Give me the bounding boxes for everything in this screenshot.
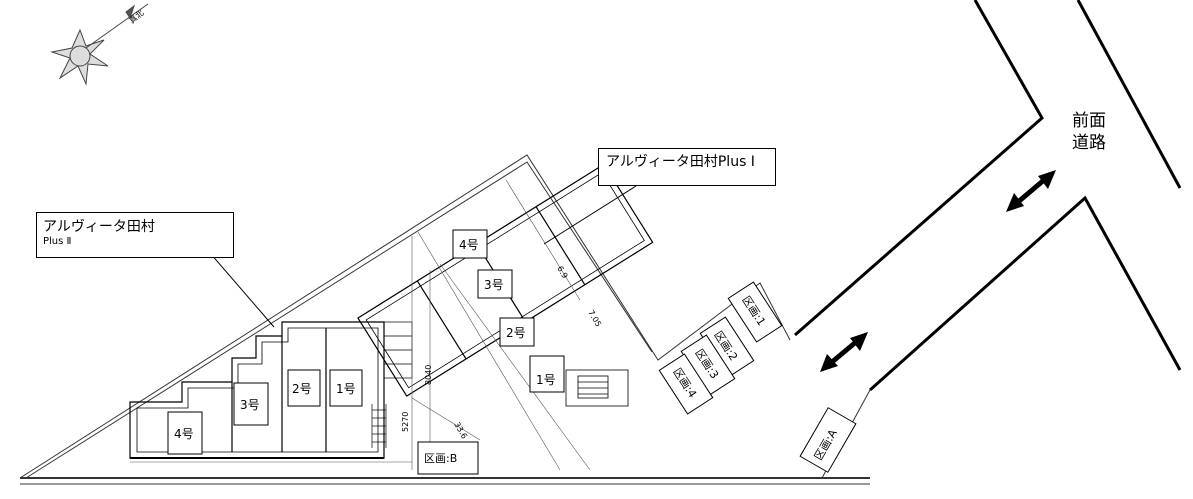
dimension-label: 8040 [424,365,433,385]
callout-plus1: アルヴィータ田村Plus Ⅰ [598,148,776,186]
road-label-line1: 前面 [1072,111,1106,131]
dimension-label: 6.9 [555,265,569,281]
unit-label-box [452,229,488,259]
unit-label: 1号 [336,382,356,396]
unit-label-box [477,269,513,299]
compass-rose-icon [50,3,149,86]
dimension-label: 5270 [401,412,410,432]
unit-label: 4号 [459,238,479,252]
callout-plus2-sublabel: Plus Ⅱ [43,236,72,247]
parking-lot-b: 区画:B [417,441,479,475]
unit-label: 1号 [536,373,556,387]
fixtures-plus2 [383,321,413,379]
dimension-lines [130,179,591,471]
unit-label: 2号 [506,326,526,340]
unit-label-box [529,355,565,393]
road-label-line2: 道路 [1072,133,1106,153]
access-arrow-icon [820,332,868,372]
stairs-plus2 [371,404,387,448]
unit-label-box [167,411,203,455]
unit-label: 4号 [174,427,194,441]
unit-labels-plus1: 4号 3号 2号 1号 [452,229,565,393]
callout-plus1-label: アルヴィータ田村Plus Ⅰ [606,154,755,170]
unit-label-box [499,317,535,347]
unit-label-box [287,369,321,407]
callout-plus2-label: アルヴィータ田村 [43,219,155,235]
callout-leaders [203,185,637,328]
unit-label-box [329,369,363,407]
parking-lot-a: 区画:A [799,407,857,473]
parking-lot-label: 区画:B [424,452,457,465]
stairs-plus1 [565,369,629,407]
callout-plus2: アルヴィータ田村 Plus Ⅱ [36,212,234,258]
front-road-label: 前面 道路 [1064,110,1114,154]
unit-label: 2号 [292,382,312,396]
dimension-label: 33.6 [452,421,469,441]
road-edges [794,0,1182,392]
unit-label: 3号 [484,278,504,292]
dimension-label: 7.05 [586,309,603,329]
unit-label: 3号 [240,398,260,412]
unit-labels-plus2: 4号 3号 2号 1号 [167,369,363,455]
parking-lot: 区画:1 区画:2 区画:3 区画:4 [658,281,783,415]
unit-label-box [233,382,269,426]
access-arrow-icon [1006,170,1056,212]
